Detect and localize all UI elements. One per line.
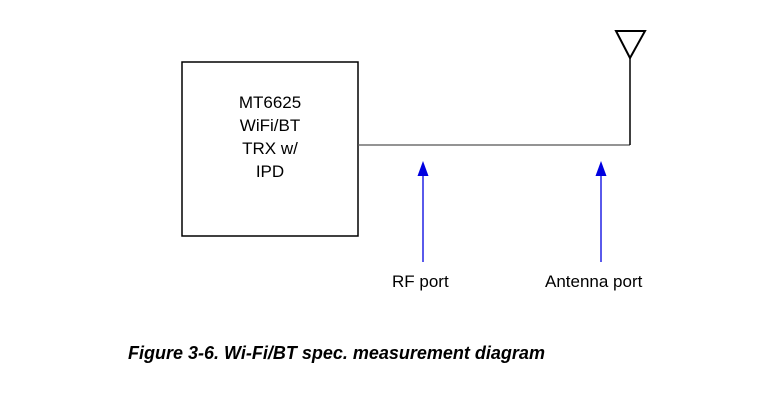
antenna-port-arrow-icon [595, 161, 607, 262]
antenna-port-label: Antenna port [545, 272, 643, 291]
transceiver-label-line: TRX w/ [242, 139, 298, 158]
transceiver-label-line: WiFi/BT [239, 116, 301, 135]
rf-port-arrow-icon [417, 161, 429, 262]
transceiver-label-line: MT6625 [238, 93, 302, 112]
rf-port-label: RF port [392, 272, 449, 291]
transceiver-block [181, 61, 359, 237]
antenna-icon [614, 30, 647, 61]
transceiver-label: MT6625 WiFi/BT TRX w/ IPD [182, 91, 358, 183]
transceiver-label-line: IPD [255, 162, 285, 181]
figure-caption: Figure 3-6. Wi-Fi/BT spec. measurement d… [128, 343, 545, 363]
